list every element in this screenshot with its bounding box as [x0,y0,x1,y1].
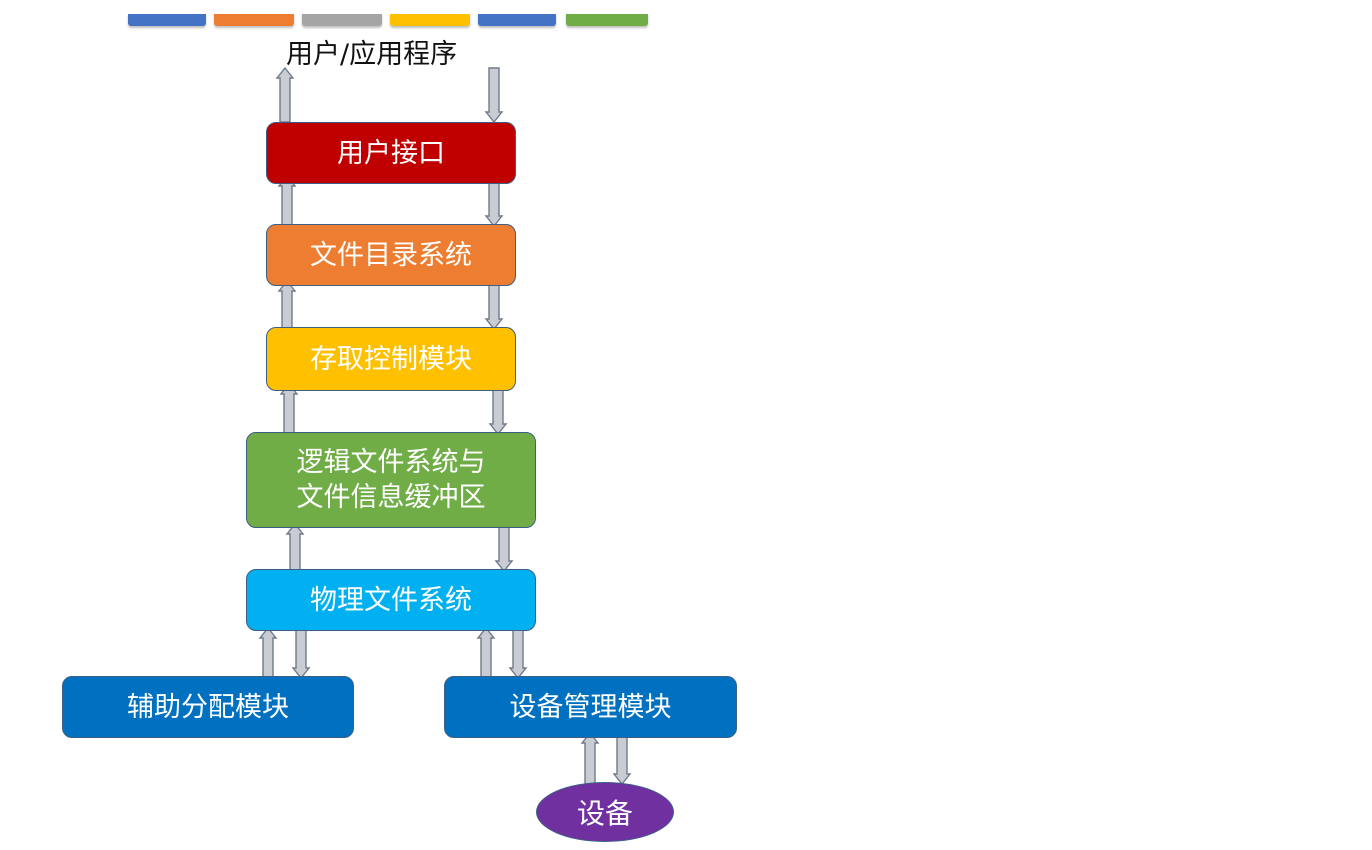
file-directory-system-label: 文件目录系统 [310,239,472,271]
arrow-down-app-to-ui [484,67,504,124]
arrow-down-devmgmt-to-device [612,732,632,786]
logical-file-system-box: 逻辑文件系统与 文件信息缓冲区 [246,432,536,528]
arrow-up-acm-to-fds [277,279,297,330]
header-color-strip-6 [566,14,648,26]
arrow-down-lfs-to-pfs [494,523,514,573]
physical-file-system-box: 物理文件系统 [246,569,536,631]
arrow-up-aux-to-pfs [258,626,278,679]
arrow-up-device-to-devmgmt [580,731,600,785]
logical-file-system-label-line2: 文件信息缓冲区 [296,482,486,513]
access-control-module-label: 存取控制模块 [310,343,472,375]
device-ellipse: 设备 [536,782,674,842]
header-color-strip-1 [128,14,206,26]
device-management-module-box: 设备管理模块 [444,676,737,738]
device-management-module-label: 设备管理模块 [509,691,672,723]
header-color-strip-4 [390,14,470,26]
arrow-up-ui-to-app [275,66,295,123]
file-directory-system-box: 文件目录系统 [266,224,516,286]
arrow-down-acm-to-lfs [488,383,508,436]
arrow-down-fds-to-acm [484,280,504,331]
arrow-up-lfs-to-acm [279,382,299,435]
header-color-strip-3 [302,14,382,26]
arrow-up-devmgmt-to-pfs [476,626,496,679]
user-application-label: 用户/应用程序 [286,39,458,70]
device-label: 设备 [576,797,633,830]
aux-allocation-module-box: 辅助分配模块 [62,676,354,738]
user-interface-box: 用户接口 [266,122,516,184]
header-color-strip-5 [478,14,556,26]
arrow-down-pfs-to-aux [291,627,311,680]
access-control-module-box: 存取控制模块 [266,327,516,391]
aux-allocation-module-label: 辅助分配模块 [127,691,289,723]
user-interface-label: 用户接口 [337,137,445,169]
logical-file-system-label-line1: 逻辑文件系统与 [296,447,486,478]
physical-file-system-label: 物理文件系统 [310,584,472,616]
arrow-up-pfs-to-lfs [285,522,305,572]
arrow-down-pfs-to-devmgmt [508,627,528,680]
header-color-strip-2 [214,14,294,26]
